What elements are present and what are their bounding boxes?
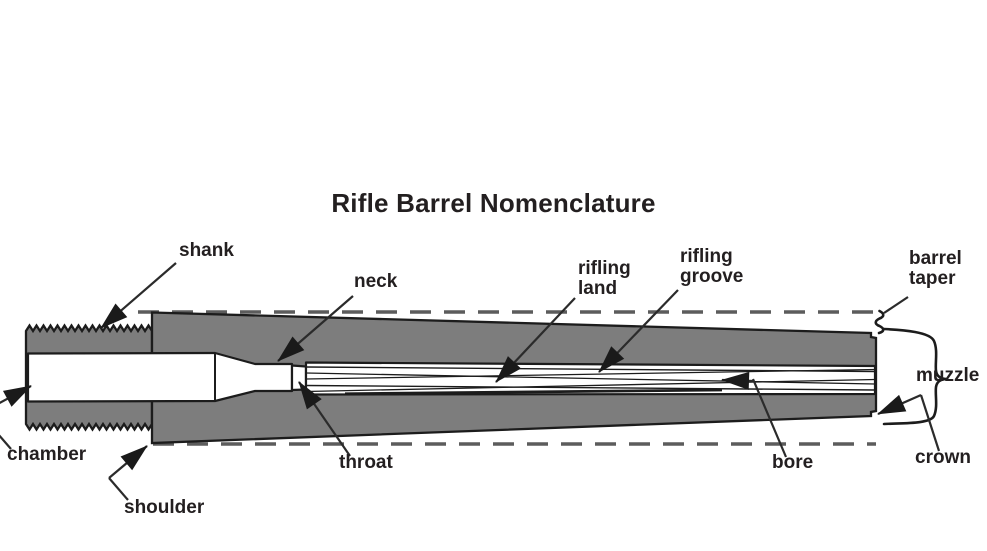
neck-arrow	[277, 295, 354, 362]
label-bore: bore	[772, 452, 814, 473]
label-crown: crown	[915, 447, 971, 468]
rifling-land-arrow	[495, 297, 576, 383]
label-rifling-land-line1: rifling	[578, 258, 631, 279]
diagram-title: Rifle Barrel Nomenclature	[331, 188, 656, 218]
label-rifling-groove-line1: rifling	[680, 246, 733, 267]
label-shank: shank	[179, 240, 234, 261]
throat-arrow	[298, 381, 351, 457]
label-muzzle: muzzle	[916, 365, 980, 386]
label-barrel-taper-line1: barrel	[909, 248, 962, 269]
label-rifling-land-line2: land	[578, 278, 618, 299]
taper-squiggle	[874, 309, 885, 335]
crown-arrow	[877, 393, 922, 416]
shoulder-arrow	[108, 445, 148, 479]
label-shoulder: shoulder	[124, 497, 205, 518]
rifling-lines	[306, 366, 875, 395]
label-barrel-taper-line2: taper	[909, 268, 956, 289]
label-rifling-land: rifling land	[578, 259, 631, 299]
label-neck: neck	[354, 271, 398, 292]
shoulder-leader	[108, 477, 129, 501]
chamber-arrow	[0, 385, 32, 407]
bore-arrow	[721, 371, 754, 390]
label-rifling-groove-line2: groove	[680, 266, 744, 287]
barrel-taper-leader	[883, 296, 909, 314]
muzzle-brace	[882, 327, 947, 426]
shank-arrow	[100, 262, 177, 329]
rifling-groove-arrow	[598, 289, 679, 373]
bore-leader	[751, 378, 788, 458]
label-rifling-groove: rifling groove	[680, 247, 743, 287]
label-throat: throat	[339, 452, 393, 473]
throat-cavity	[290, 364, 308, 392]
label-chamber: chamber	[7, 444, 87, 465]
label-barrel-taper: barrel taper	[909, 249, 962, 289]
crown-leader	[919, 394, 941, 452]
chamber-label-leader	[0, 434, 12, 450]
